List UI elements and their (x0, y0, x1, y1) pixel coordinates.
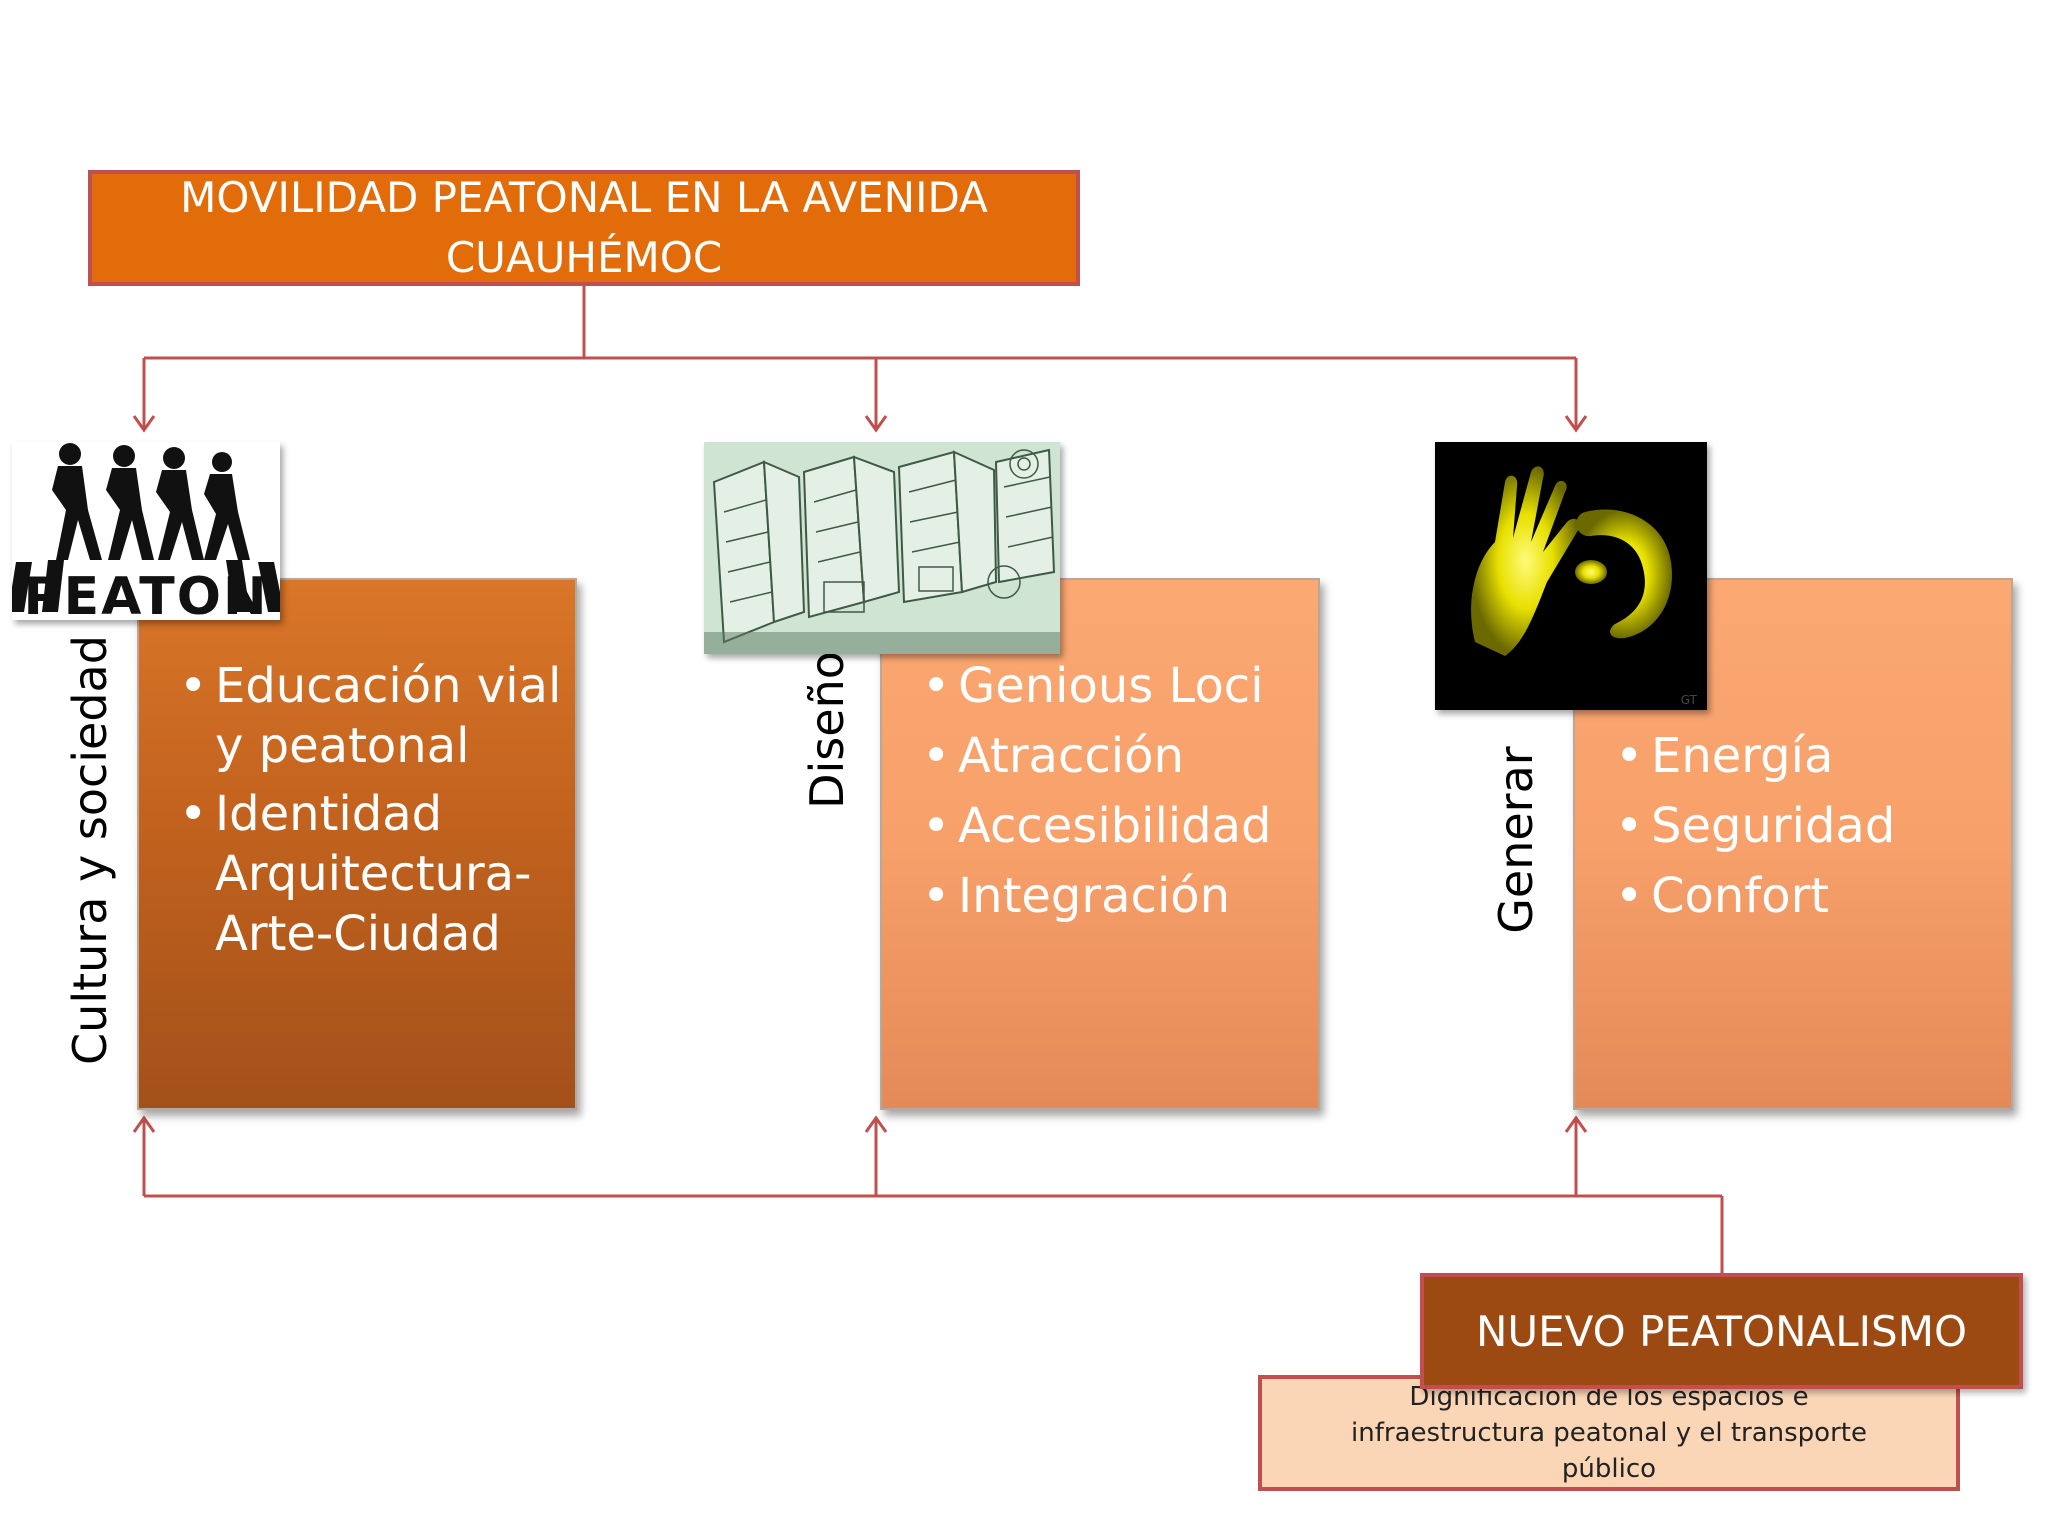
main-title: MOVILIDAD PEATONAL EN LA AVENIDA CUAUHÉM… (180, 173, 988, 282)
branch-list-cultura: Educación vial y peatonal Identidad Arqu… (179, 656, 569, 972)
footer-title: NUEVO PEATONALISMO (1475, 1306, 1968, 1356)
arrowhead-up-2 (864, 1115, 888, 1133)
list-item: Accesibilidad (922, 796, 1312, 856)
list-item: Atracción (922, 726, 1312, 786)
arrowhead-down-3 (1564, 415, 1588, 433)
glowing-hand-icon: GT (1435, 442, 1707, 710)
footer-title-box: NUEVO PEATONALISMO (1420, 1273, 2023, 1389)
city-buildings-icon (704, 442, 1060, 654)
arrowhead-down-2 (864, 415, 888, 433)
city-sketch-image (704, 442, 1060, 654)
walking-people-icon: PEATON (12, 442, 280, 620)
footer-description-box: Dignificación de los espacios e infraest… (1258, 1375, 1960, 1491)
list-item: Confort (1615, 866, 2005, 926)
arrowhead-down-1 (132, 415, 156, 433)
peaton-image: PEATON (12, 442, 280, 620)
branch-card-diseno: Genious Loci Atracción Accesibilidad Int… (880, 578, 1320, 1110)
list-item: Genious Loci (922, 656, 1312, 716)
arrowhead-up-3 (1564, 1115, 1588, 1133)
list-item: Seguridad (1615, 796, 2005, 856)
arrowhead-up-1 (132, 1115, 156, 1133)
list-item: Integración (922, 866, 1312, 926)
main-title-box: MOVILIDAD PEATONAL EN LA AVENIDA CUAUHÉM… (88, 170, 1080, 286)
branch-label-generar: Generar (1489, 746, 1543, 934)
list-item: Identidad Arquitectura-Arte-Ciudad (179, 784, 569, 964)
footer-description: Dignificación de los espacios e infraest… (1351, 1382, 1867, 1484)
branch-list-generar: Energía Seguridad Confort (1615, 726, 2005, 936)
svg-text:GT: GT (1681, 693, 1698, 707)
branch-list-diseno: Genious Loci Atracción Accesibilidad Int… (922, 656, 1312, 936)
peaton-image-text: PEATON (23, 567, 268, 620)
branch-card-cultura: Educación vial y peatonal Identidad Arqu… (137, 578, 577, 1110)
list-item: Educación vial y peatonal (179, 656, 569, 776)
glowing-hands-image: GT (1435, 442, 1707, 710)
list-item: Energía (1615, 726, 2005, 786)
branch-label-cultura: Cultura y sociedad (63, 635, 117, 1065)
